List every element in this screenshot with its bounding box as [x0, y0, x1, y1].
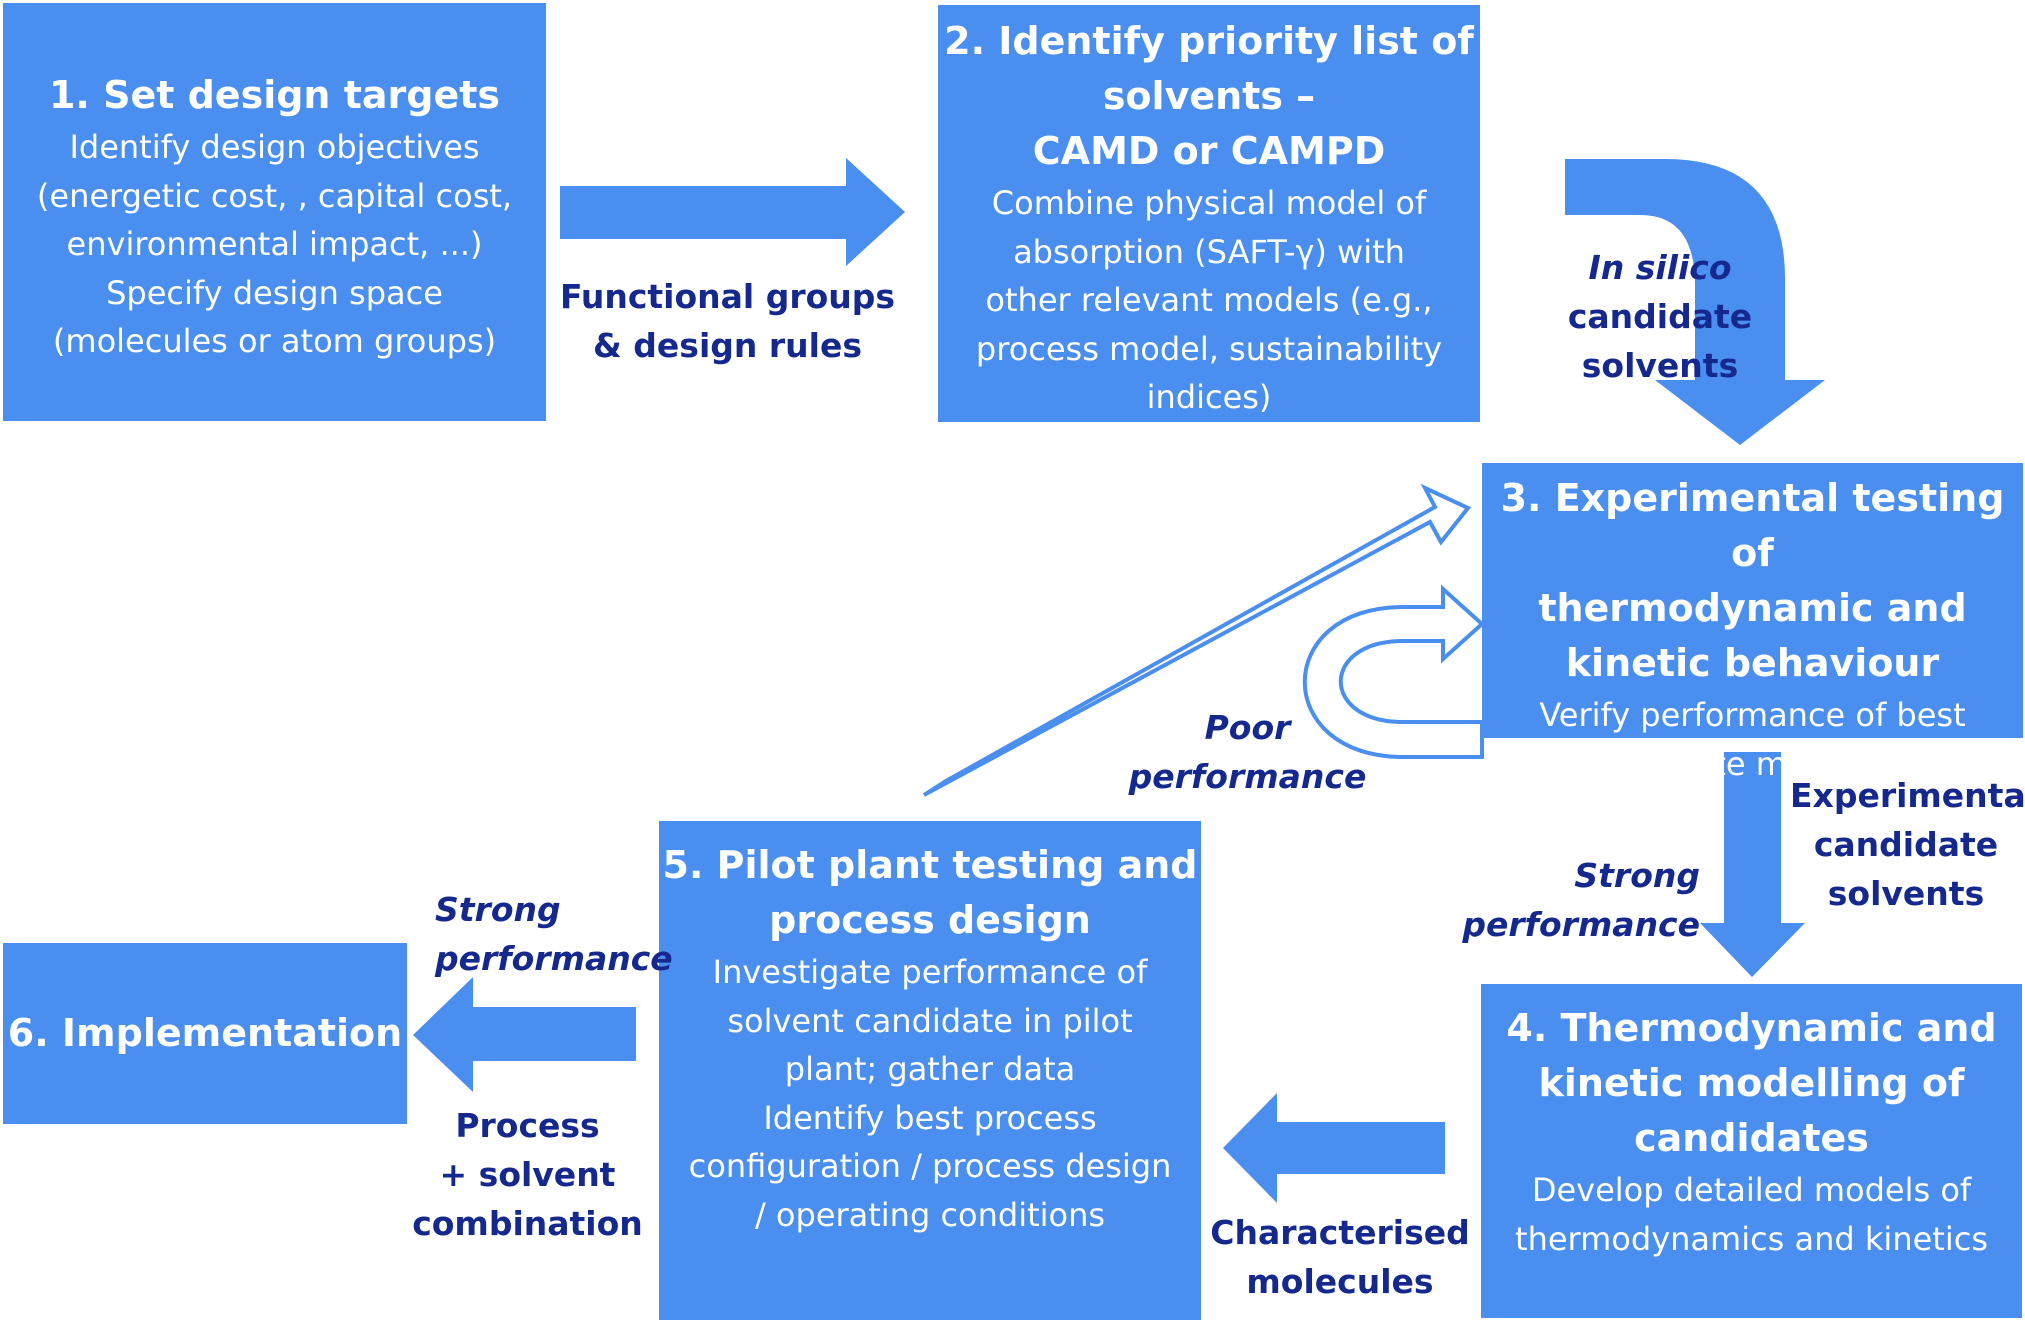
step-1-body-line: Identify design objectives	[69, 128, 480, 166]
arrow-step2-to-step3	[1565, 159, 1825, 445]
step-1-title: 1. Set design targets	[48, 73, 501, 117]
step-5-body-line: configuration / process design	[688, 1147, 1172, 1185]
label-line: combination	[412, 1204, 643, 1243]
label-line: performance	[435, 939, 673, 978]
label-line: Strong	[435, 890, 561, 929]
label-line: Poor	[1204, 708, 1291, 747]
step-3-body: Verify performance of best candidate mol…	[1482, 691, 2023, 788]
step-3-title-line: kinetic behaviour	[1565, 641, 1940, 685]
step-2-title-line: CAMD or CAMPD	[1032, 129, 1386, 173]
step-5-title: 5. Pilot plant testing and process desig…	[659, 838, 1201, 948]
step-2-body-line: indices)	[1146, 378, 1272, 416]
label-line: Characterised	[1210, 1213, 1470, 1252]
step-5-body-line: plant; gather data	[784, 1050, 1076, 1088]
step-4-title-line: kinetic modelling of	[1538, 1061, 1965, 1105]
label-line: Functional groups	[559, 277, 896, 316]
label-line: In silico	[1588, 248, 1732, 287]
label-functional-groups: Functional groups & design rules	[555, 272, 900, 370]
step-4-title-line: candidates	[1634, 1116, 1869, 1160]
step-2-body-line: other relevant models (e.g.,	[985, 281, 1433, 319]
label-experimental-candidate: Experimental candidate solvents	[1790, 771, 2025, 918]
arrow-step3-to-step4	[1700, 752, 1805, 977]
step-3-title-line: thermodynamic and	[1538, 586, 1967, 630]
label-characterised-molecules: Characterised molecules	[1205, 1208, 1475, 1306]
label-line: candidate	[1567, 297, 1753, 336]
step-5-body: Investigate performance of solvent candi…	[659, 948, 1201, 1239]
step-3-body-line: candidate molecules	[1586, 744, 1919, 783]
step-5-body-line: / operating conditions	[754, 1195, 1106, 1234]
step-3-box: 3. Experimental testing of thermodynamic…	[1482, 463, 2023, 783]
arrow-poor-performance-loop	[1302, 584, 1485, 759]
label-line: + solvent	[439, 1155, 616, 1194]
step-3-title-line: 3. Experimental testing of	[1500, 476, 2005, 575]
label-poor-performance: Poor performance	[1120, 703, 1375, 801]
label-line: candidate	[1813, 825, 1999, 864]
step-5-title-line: 5. Pilot plant testing and	[662, 843, 1198, 887]
step-6-box: 6. Implementation	[3, 943, 407, 1124]
step-6-title: 6. Implementation	[7, 1011, 403, 1055]
step-4-title: 4. Thermodynamic and kinetic modelling o…	[1481, 1001, 2022, 1166]
step-1-body: Identify design objectives (energetic co…	[3, 123, 546, 366]
arrow-step4-to-step5	[1223, 1093, 1445, 1203]
label-process-solvent-combination: Process + solvent combination	[405, 1101, 650, 1248]
step-4-body-line: Develop detailed models of	[1531, 1171, 1972, 1209]
label-line: Strong	[1574, 856, 1700, 895]
step-5-body-line: solvent candidate in pilot	[727, 1001, 1133, 1040]
label-line: performance	[1462, 905, 1700, 944]
label-strong-performance-left: Strong performance	[435, 885, 673, 983]
step-5-body-line: Identify best process	[763, 1098, 1097, 1137]
step-2-body-line: process model, sustainability	[975, 329, 1443, 368]
step-4-body-line: thermodynamics and kinetics	[1515, 1219, 1988, 1258]
step-3-body-line: Verify performance of best	[1539, 696, 1966, 734]
step-5-box: 5. Pilot plant testing and process desig…	[659, 821, 1201, 1320]
label-line: & design rules	[593, 326, 862, 365]
label-line: performance	[1128, 757, 1367, 796]
step-1-body-line: (molecules or atom groups)	[52, 322, 497, 360]
step-2-body: Combine physical model of absorption (SA…	[938, 179, 1480, 422]
label-line: solvents	[1581, 346, 1739, 385]
label-line: solvents	[1827, 874, 1985, 913]
step-3-title: 3. Experimental testing of thermodynamic…	[1482, 471, 2023, 691]
label-line: molecules	[1246, 1262, 1434, 1301]
step-4-body: Develop detailed models of thermodynamic…	[1481, 1166, 2022, 1263]
step-2-box: 2. Identify priority list of solvents – …	[938, 5, 1480, 422]
step-4-box: 4. Thermodynamic and kinetic modelling o…	[1481, 984, 2022, 1318]
step-5-title-line: process design	[769, 898, 1091, 942]
step-2-body-line: Combine physical model of	[991, 184, 1427, 222]
step-2-title: 2. Identify priority list of solvents – …	[938, 14, 1480, 179]
step-2-title-line: solvents –	[1102, 74, 1316, 118]
label-strong-performance-right: Strong performance	[1455, 851, 1700, 949]
step-1-body-line: environmental impact, ...)	[66, 225, 483, 263]
label-line: Process	[455, 1106, 600, 1145]
step-2-body-line: absorption (SAFT-γ) with	[1013, 232, 1405, 271]
arrow-step5-to-step3-outline	[922, 483, 1472, 797]
arrow-step5-to-step6	[413, 977, 636, 1092]
step-2-title-line: 2. Identify priority list of	[944, 19, 1474, 63]
arrow-step1-to-step2	[560, 158, 905, 266]
step-5-body-line: Investigate performance of	[712, 953, 1148, 991]
step-1-box: 1. Set design targets Identify design ob…	[3, 3, 546, 421]
label-in-silico: In silico candidate solvents	[1515, 243, 1805, 390]
step-1-body-line: Specify design space	[106, 273, 443, 312]
label-line: Experimental	[1790, 776, 2025, 815]
step-4-title-line: 4. Thermodynamic and	[1506, 1006, 1997, 1050]
step-1-body-line: (energetic cost, , capital cost,	[36, 176, 513, 215]
